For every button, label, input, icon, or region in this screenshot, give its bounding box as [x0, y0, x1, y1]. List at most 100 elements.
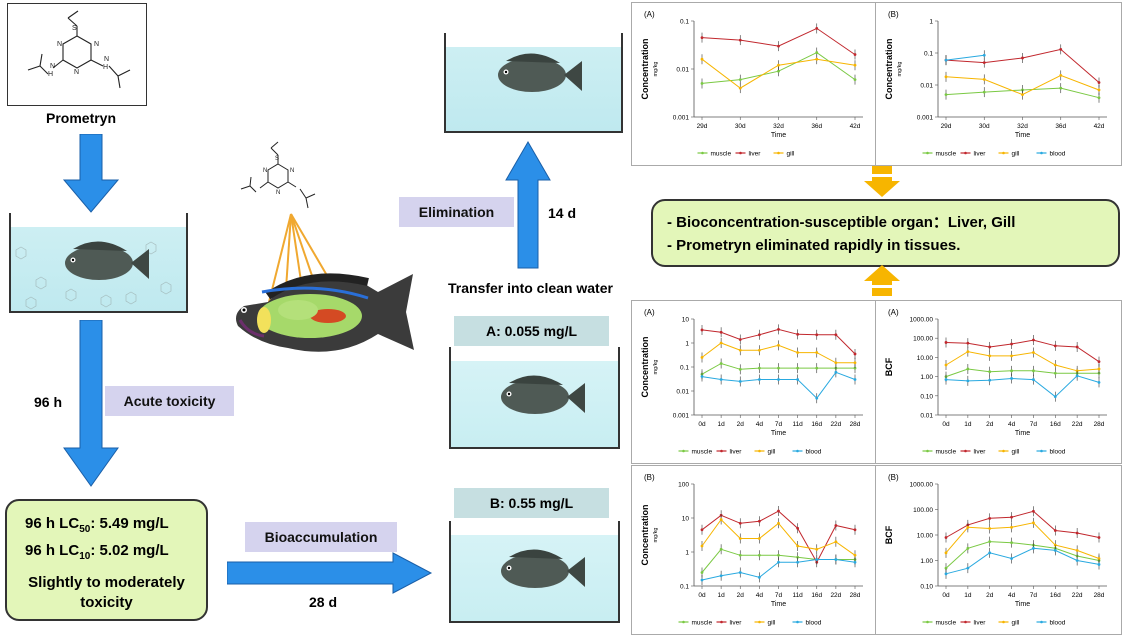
- data-point-muscle: [815, 366, 819, 370]
- y-tick-label: 100.00: [913, 336, 933, 343]
- data-point-blood: [966, 566, 970, 570]
- svg-text:N: N: [104, 56, 109, 63]
- data-point-gill: [719, 518, 723, 521]
- data-point-blood: [988, 378, 992, 382]
- data-point-liver: [700, 528, 704, 532]
- data-point-blood: [719, 574, 723, 578]
- x-tick-label: 29d: [941, 123, 952, 130]
- x-tick-label: 28d: [1094, 421, 1105, 428]
- compound-name: Prometryn: [46, 110, 117, 126]
- data-point-gill: [815, 547, 819, 551]
- data-point-muscle: [944, 93, 948, 97]
- x-tick-label: 1d: [964, 421, 972, 428]
- lc10-text: 96 h LC10: 5.02 mg/L: [25, 542, 169, 562]
- legend-marker: [1002, 151, 1005, 155]
- x-tick-label: 28d: [1094, 592, 1105, 599]
- y-axis-label: Concentration: [640, 336, 650, 397]
- tank-b: [449, 521, 620, 623]
- svg-text:H: H: [103, 64, 108, 71]
- legend-marker: [682, 620, 685, 624]
- y-tick-label: 1.00: [920, 558, 933, 565]
- x-tick-label: 0d: [698, 592, 706, 599]
- series-line-gill: [945, 351, 1100, 372]
- legend-marker: [1002, 620, 1005, 624]
- svg-text:N: N: [57, 41, 62, 48]
- data-point-gill: [988, 527, 992, 530]
- data-point-gill: [834, 361, 838, 365]
- legend-marker: [796, 449, 799, 453]
- arrow-down-orange-icon: [864, 166, 900, 197]
- x-tick-label: 1d: [964, 592, 972, 599]
- data-point-gill: [988, 354, 992, 358]
- x-tick-label: 2d: [737, 592, 745, 599]
- data-point-gill: [944, 551, 948, 555]
- data-point-liver: [1097, 81, 1101, 84]
- data-point-blood: [719, 378, 723, 381]
- legend-label: blood: [1050, 151, 1066, 158]
- legend-label: liver: [730, 620, 743, 627]
- data-point-gill: [966, 350, 970, 354]
- y-tick-label: 10: [682, 516, 690, 523]
- data-point-gill: [757, 537, 761, 540]
- data-point-muscle: [738, 78, 742, 82]
- data-point-gill: [777, 63, 780, 67]
- x-tick-label: 7d: [775, 592, 783, 599]
- legend-label: liver: [974, 151, 987, 158]
- legend-label: gill: [768, 449, 777, 456]
- panel-label: (B): [644, 473, 655, 482]
- y-tick-label: 0.01: [676, 389, 689, 396]
- data-point-blood: [944, 378, 948, 381]
- data-point-blood: [700, 578, 704, 582]
- data-point-gill: [700, 544, 704, 548]
- data-point-blood: [1053, 548, 1057, 552]
- x-tick-label: 42d: [1094, 123, 1105, 130]
- data-point-muscle: [719, 547, 723, 551]
- x-tick-label: 1d: [718, 421, 726, 428]
- data-point-liver: [700, 328, 704, 332]
- data-point-gill: [738, 348, 742, 352]
- conclusion-text: Slightly to moderately toxicity: [28, 574, 185, 611]
- legend-label: gill: [1012, 449, 1021, 456]
- svg-text:N: N: [290, 168, 294, 174]
- data-point-liver: [988, 345, 992, 349]
- y-tick-label: 0.001: [673, 115, 690, 122]
- legend-marker: [964, 151, 967, 155]
- legend-label: gill: [768, 620, 777, 627]
- y-tick-label: 10.00: [917, 533, 934, 540]
- data-point-blood: [1097, 563, 1101, 566]
- data-point-muscle: [777, 553, 780, 557]
- legend-label: gill: [787, 151, 796, 158]
- data-point-gill: [700, 356, 704, 359]
- legend-marker: [720, 620, 723, 624]
- legend-marker: [1040, 449, 1043, 453]
- data-point-liver: [815, 27, 819, 30]
- data-point-blood: [1053, 395, 1057, 399]
- data-point-liver: [1032, 338, 1035, 342]
- legend-marker: [682, 449, 685, 453]
- data-point-liver: [1032, 509, 1035, 513]
- x-tick-label: 42d: [850, 123, 861, 130]
- x-tick-label: 16d: [811, 421, 822, 428]
- data-point-liver: [853, 53, 857, 56]
- exposure-tank: [9, 213, 188, 313]
- arrow-up-orange-icon: [864, 265, 900, 296]
- bioaccumulation-duration: 28 d: [309, 594, 338, 610]
- y-tick-label: 0.01: [920, 83, 933, 90]
- data-point-muscle: [1032, 369, 1035, 373]
- y-tick-label: 0.001: [673, 413, 690, 420]
- data-point-liver: [757, 519, 761, 523]
- summary-line-1: - Bioconcentration-susceptible organ：Liv…: [667, 214, 1016, 231]
- data-point-gill: [815, 57, 819, 61]
- legend-label: gill: [1012, 151, 1021, 158]
- data-point-muscle: [796, 366, 800, 370]
- series-line-gill: [945, 522, 1100, 559]
- tilapia-fish-icon: [501, 375, 585, 414]
- legend-marker: [926, 620, 929, 624]
- data-point-gill: [1097, 557, 1101, 560]
- data-point-liver: [982, 61, 986, 65]
- data-point-muscle: [1097, 96, 1101, 100]
- data-point-blood: [982, 53, 986, 57]
- data-point-gill: [796, 351, 800, 354]
- data-point-blood: [834, 370, 838, 374]
